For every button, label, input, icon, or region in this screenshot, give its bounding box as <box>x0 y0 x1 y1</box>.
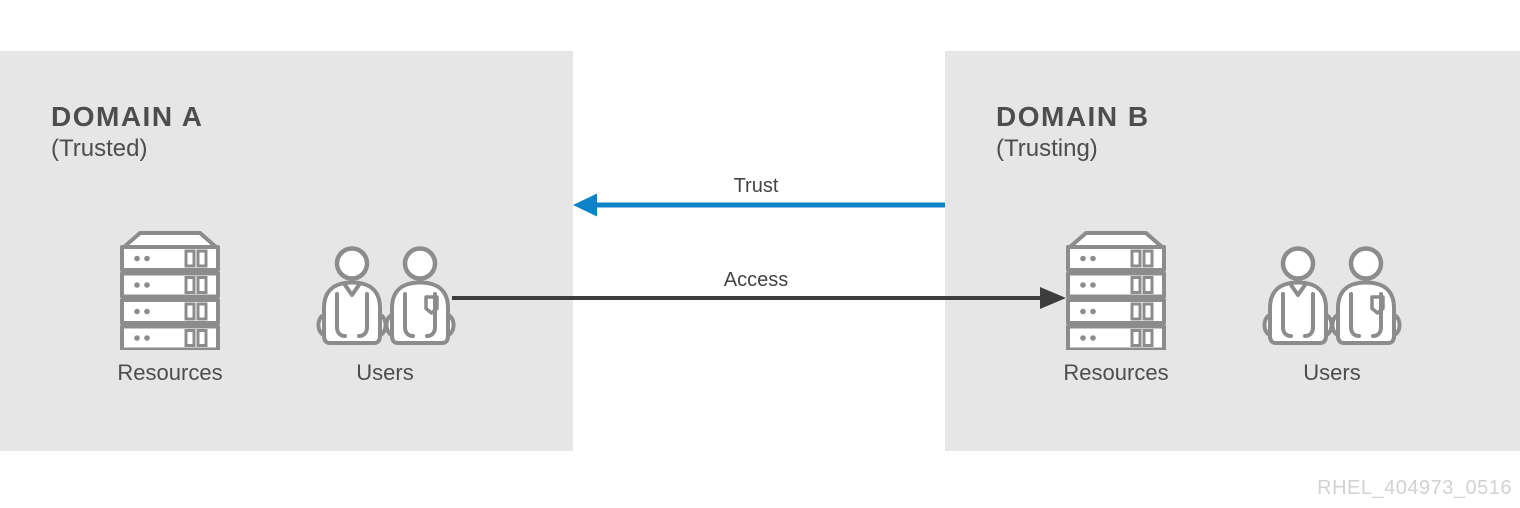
domain-b-subtitle: (Trusting) <box>996 135 1098 162</box>
server-stack-icon <box>114 226 226 350</box>
watermark-text: RHEL_404973_0516 <box>1317 477 1512 499</box>
trust-arrow-label: Trust <box>733 175 779 197</box>
domain-a-panel: DOMAIN A (Trusted) Resources Users <box>0 51 573 451</box>
domain-b-panel: DOMAIN B (Trusting) Resources Users <box>945 51 1520 451</box>
trust-arrowhead <box>573 193 597 217</box>
domain-a-resources-label: Resources <box>117 360 223 385</box>
access-arrow-label: Access <box>723 269 789 291</box>
server-stack-icon <box>1060 226 1172 350</box>
domain-b-resources-label: Resources <box>1063 360 1169 385</box>
user-pocket-icon <box>384 246 456 346</box>
domain-a-users-label: Users <box>356 360 414 385</box>
domain-a-title: DOMAIN A <box>51 101 204 132</box>
user-pocket-icon <box>1330 246 1402 346</box>
user-vneck-icon <box>1262 246 1334 346</box>
domain-a-subtitle: (Trusted) <box>51 135 148 162</box>
domain-b-title: DOMAIN B <box>996 101 1150 132</box>
domain-b-users-label: Users <box>1303 360 1361 385</box>
user-vneck-icon <box>316 246 388 346</box>
